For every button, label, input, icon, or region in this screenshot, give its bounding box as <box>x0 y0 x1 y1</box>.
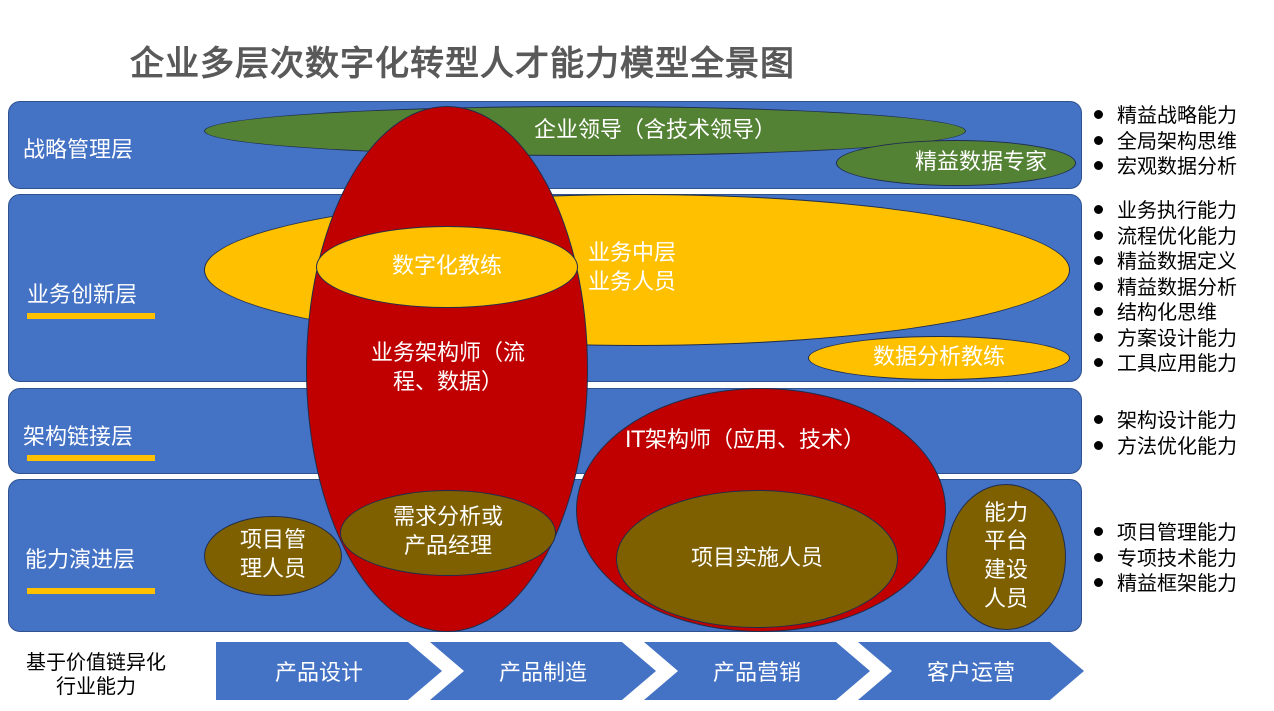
page-title: 企业多层次数字化转型人才能力模型全景图 <box>130 44 795 84</box>
value-chain-stage-manufacturing: 产品制造 <box>430 642 656 700</box>
business-staff-line-2: 业务人员 <box>588 269 677 295</box>
layer-underline-innovation <box>27 313 155 319</box>
layer-underline-architecture <box>27 455 155 461</box>
skills-innovation: 业务执行能力 流程优化能力 精益数据定义 精益数据分析 结构化思维 方案设计能力… <box>1094 198 1237 377</box>
skill-item: 专项技术能力 <box>1094 546 1237 572</box>
it-architect-label: IT架构师（应用、技术） <box>625 428 865 453</box>
data-analysis-coach-label: 数据分析教练 <box>872 344 1005 370</box>
skill-item: 全局架构思维 <box>1094 129 1237 155</box>
skill-item: 流程优化能力 <box>1094 224 1237 250</box>
bullet-icon <box>1094 415 1103 424</box>
project-manager-line-2: 理人员 <box>239 557 306 582</box>
skill-item: 精益数据定义 <box>1094 249 1237 275</box>
bullet-icon <box>1094 440 1103 450</box>
bullet-icon <box>1094 205 1103 214</box>
digital-coach-label: 数字化教练 <box>391 253 502 279</box>
business-architect-line-2: 程、数据） <box>392 369 503 395</box>
value-chain-stage-operations: 客户运营 <box>858 642 1084 700</box>
enterprise-leader-label: 企业领导（含技术领导） <box>533 117 776 143</box>
skill-item: 方案设计能力 <box>1094 326 1237 352</box>
value-chain-label: 基于价值链异化 行业能力 <box>10 650 182 698</box>
bullet-icon <box>1094 307 1103 316</box>
data-analysis-coach-ellipse: 数据分析教练 <box>808 336 1070 380</box>
bullet-icon <box>1094 110 1103 119</box>
value-chain-stage-design: 产品设计 <box>216 642 442 700</box>
skill-item: 精益数据分析 <box>1094 275 1237 301</box>
implementation-staff-label: 项目实施人员 <box>690 545 823 571</box>
skill-item: 方法优化能力 <box>1094 434 1237 460</box>
bullet-icon <box>1094 578 1103 587</box>
skill-item: 结构化思维 <box>1094 300 1237 326</box>
digital-coach-ellipse: 数字化教练 <box>316 226 578 308</box>
bullet-icon <box>1094 527 1103 536</box>
value-chain-stage-marketing: 产品营销 <box>644 642 870 700</box>
platform-line-3: 建设 <box>983 558 1028 583</box>
bullet-icon <box>1094 552 1103 562</box>
value-chain-label-line-1: 基于价值链异化 <box>26 650 166 674</box>
platform-line-1: 能力 <box>983 500 1028 526</box>
layer-label-strategy: 战略管理层 <box>23 138 134 163</box>
skill-item: 宏观数据分析 <box>1094 154 1237 180</box>
skills-evolution: 项目管理能力 专项技术能力 精益框架能力 <box>1094 520 1237 597</box>
layer-label-architecture: 架构链接层 <box>23 425 134 450</box>
business-staff-label: 业务中层 业务人员 <box>588 240 676 297</box>
layer-label-innovation: 业务创新层 <box>27 283 138 308</box>
bullet-icon <box>1094 358 1103 367</box>
skill-item: 项目管理能力 <box>1094 520 1237 546</box>
data-expert-ellipse: 精益数据专家 <box>836 140 1076 186</box>
platform-builder-ellipse: 能力 平台 建设 人员 <box>946 484 1066 630</box>
project-manager-line-1: 项目管 <box>239 528 306 554</box>
bullet-icon <box>1094 332 1103 342</box>
skill-item: 架构设计能力 <box>1094 408 1237 434</box>
skill-item: 工具应用能力 <box>1094 351 1237 377</box>
skill-item: 精益战略能力 <box>1094 103 1237 129</box>
bullet-icon <box>1094 230 1103 240</box>
business-architect-label: 业务架构师（流 程、数据） <box>330 340 566 397</box>
business-staff-line-1: 业务中层 <box>588 241 677 266</box>
requirements-line-1: 需求分析或 <box>392 505 503 531</box>
platform-line-4: 人员 <box>983 586 1028 612</box>
requirements-analyst-ellipse: 需求分析或 产品经理 <box>340 490 556 576</box>
business-architect-line-1: 业务架构师（流 <box>370 341 525 366</box>
skills-strategy: 精益战略能力 全局架构思维 宏观数据分析 <box>1094 103 1237 180</box>
project-manager-ellipse: 项目管 理人员 <box>204 516 342 596</box>
layer-label-evolution: 能力演进层 <box>25 548 136 573</box>
skill-item: 精益框架能力 <box>1094 571 1237 597</box>
skill-item: 业务执行能力 <box>1094 198 1237 224</box>
data-expert-label: 精益数据专家 <box>914 149 1047 175</box>
layer-underline-evolution <box>27 588 155 594</box>
bullet-icon <box>1094 281 1103 291</box>
bullet-icon <box>1094 256 1103 265</box>
implementation-staff-ellipse: 项目实施人员 <box>616 490 898 628</box>
requirements-line-2: 产品经理 <box>403 534 492 559</box>
enterprise-leader-ellipse: 企业领导（含技术领导） <box>204 106 966 156</box>
bullet-icon <box>1094 161 1103 170</box>
bullet-icon <box>1094 135 1103 145</box>
skills-architecture: 架构设计能力 方法优化能力 <box>1094 408 1237 459</box>
platform-line-2: 平台 <box>983 529 1028 555</box>
value-chain-label-line-2: 行业能力 <box>56 674 136 698</box>
